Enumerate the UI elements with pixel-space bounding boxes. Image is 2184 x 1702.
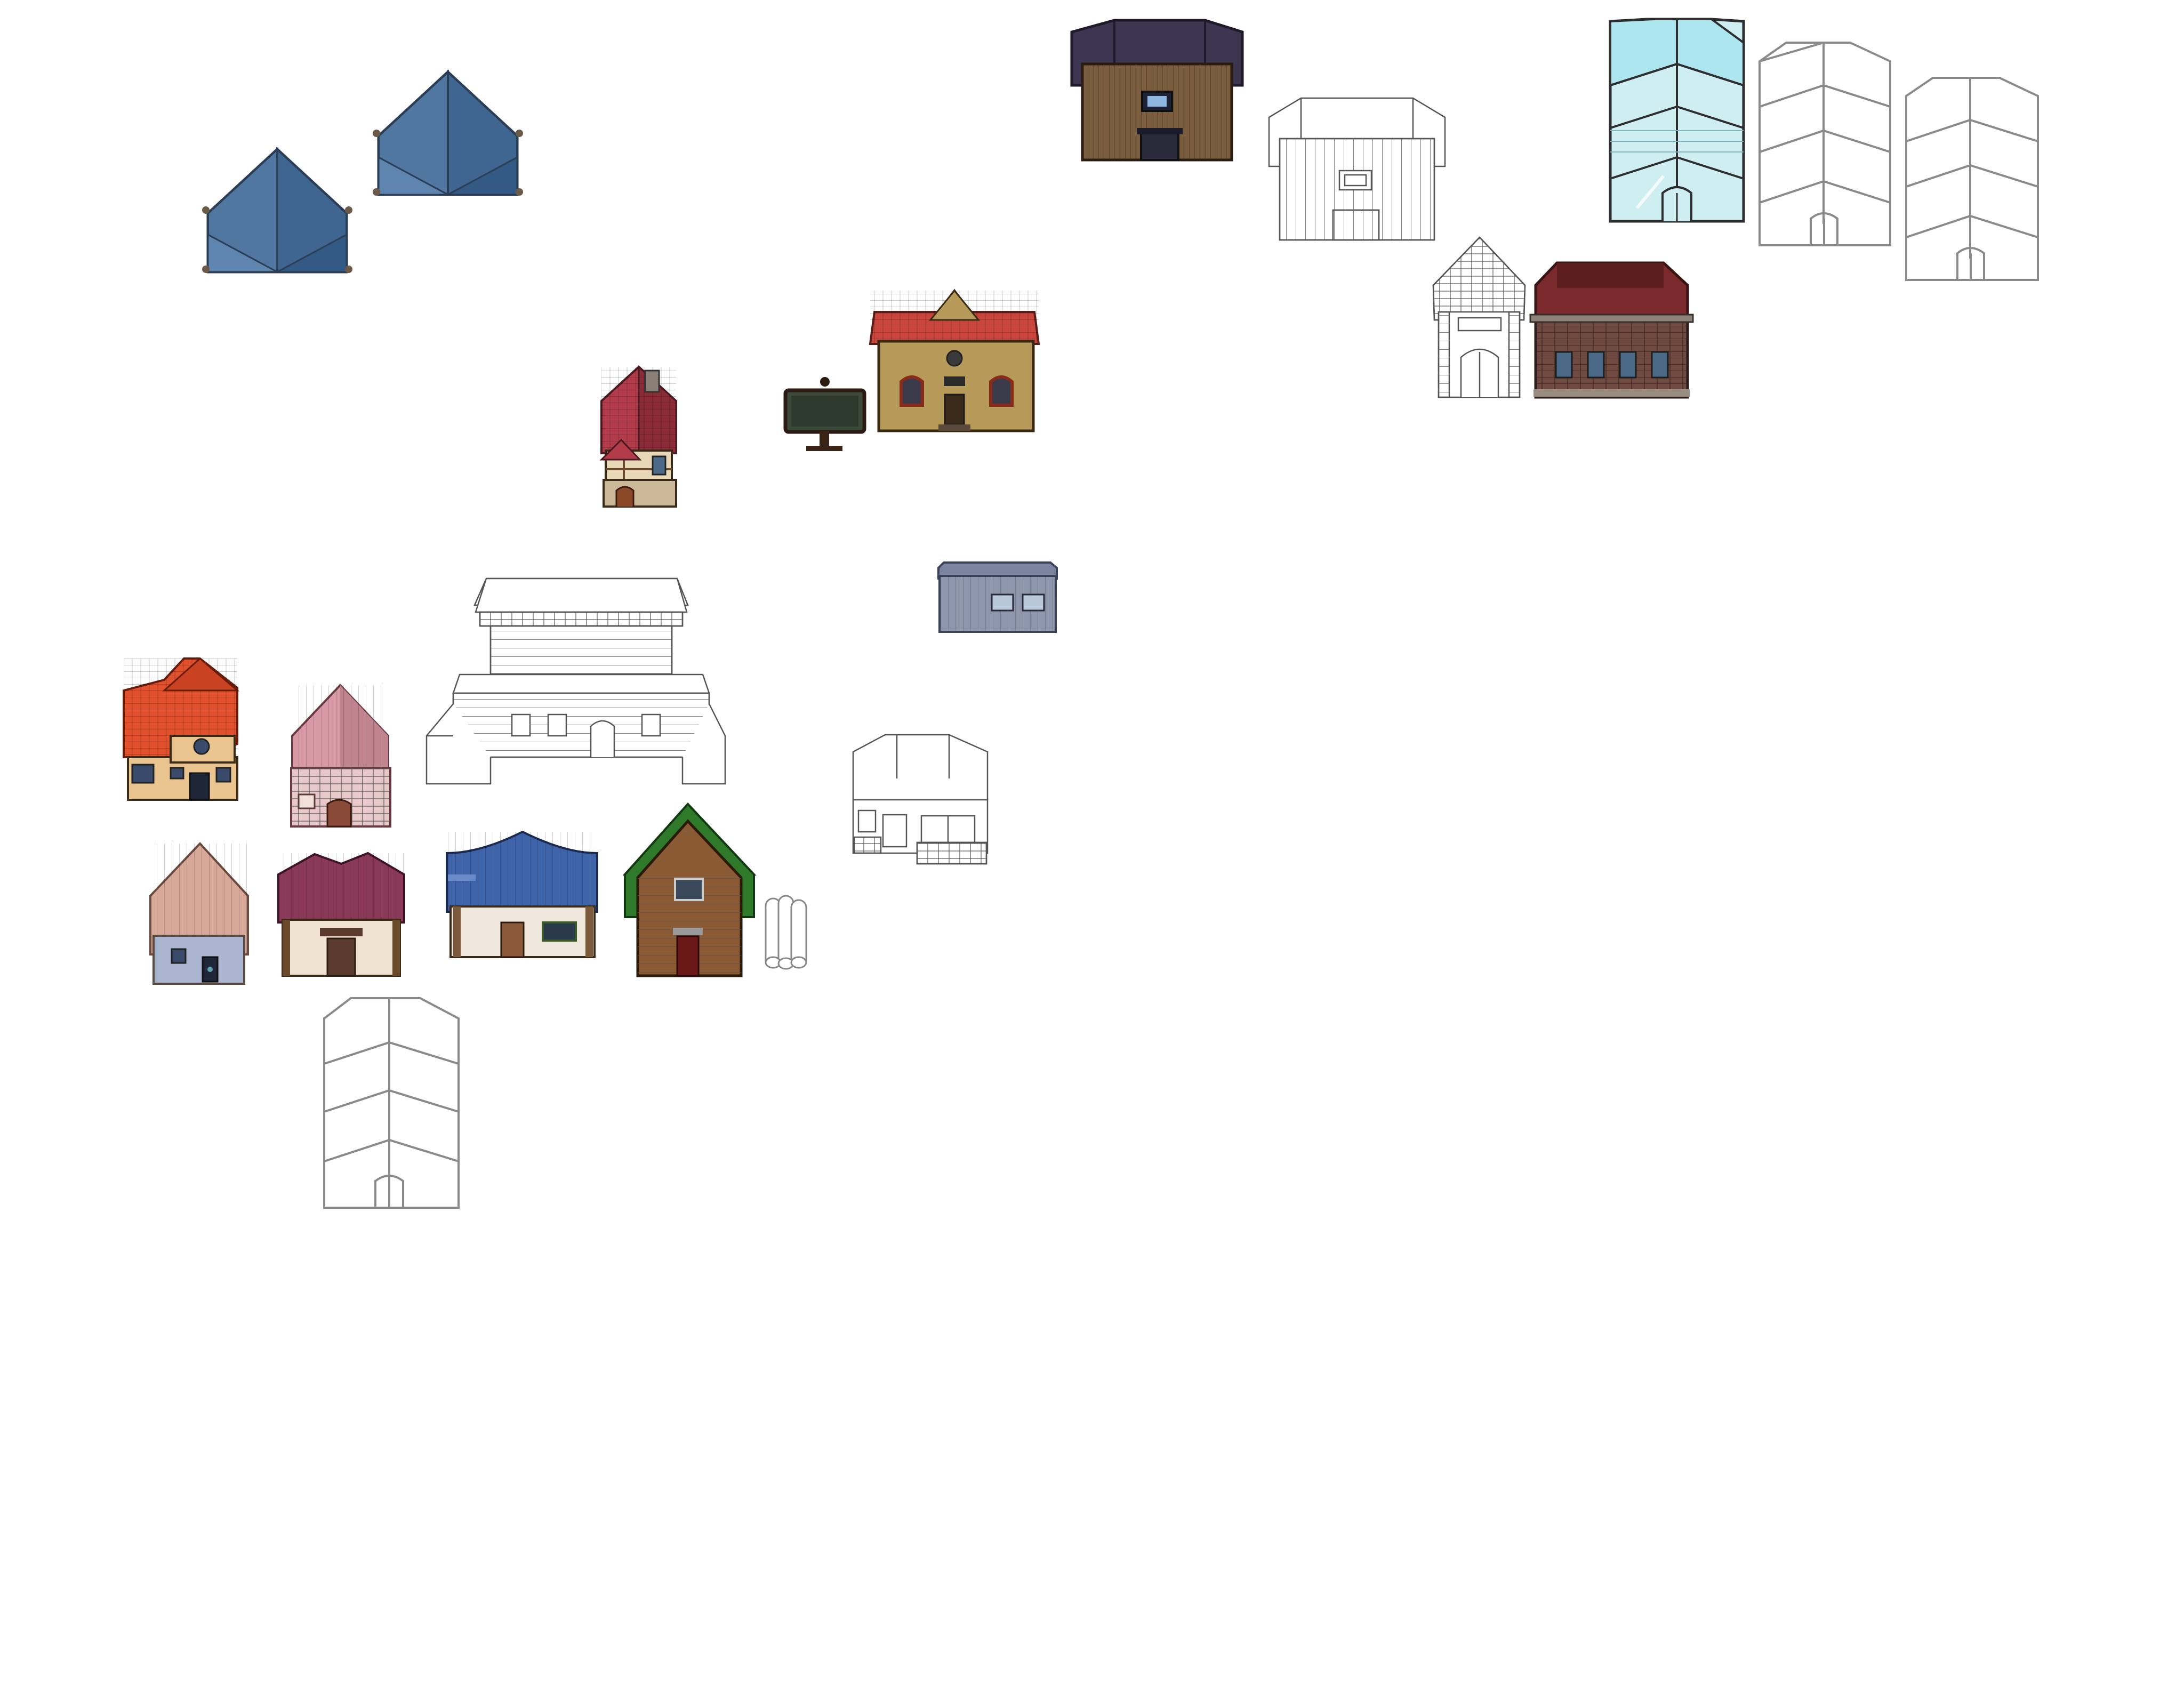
pink-stone-house [290,684,391,828]
orange-roof-house [123,657,240,801]
dark-wood-cabin [1070,19,1244,162]
outline-tower-c [323,997,460,1209]
outline-tower-b [1905,77,2039,281]
outline-tower-a [1759,42,1891,246]
brick-townhouse [1529,261,1694,399]
peach-roof-house [149,842,249,985]
glass-tower [1609,18,1745,223]
outline-cabin [1268,97,1446,241]
signboard [783,377,866,451]
plum-roof-house [277,852,405,977]
outline-mansion [425,577,726,785]
blue-tent-right [373,69,523,196]
blue-roof-cottage [446,830,598,958]
green-roof-cabin [622,802,757,977]
metal-shed [937,561,1058,633]
outline-logs [765,895,807,970]
outline-shop [852,734,989,865]
tall-narrow-house [599,365,677,508]
yellow-manor [869,288,1040,432]
outline-chapel [1432,236,1526,398]
blue-tent-left [202,147,352,274]
